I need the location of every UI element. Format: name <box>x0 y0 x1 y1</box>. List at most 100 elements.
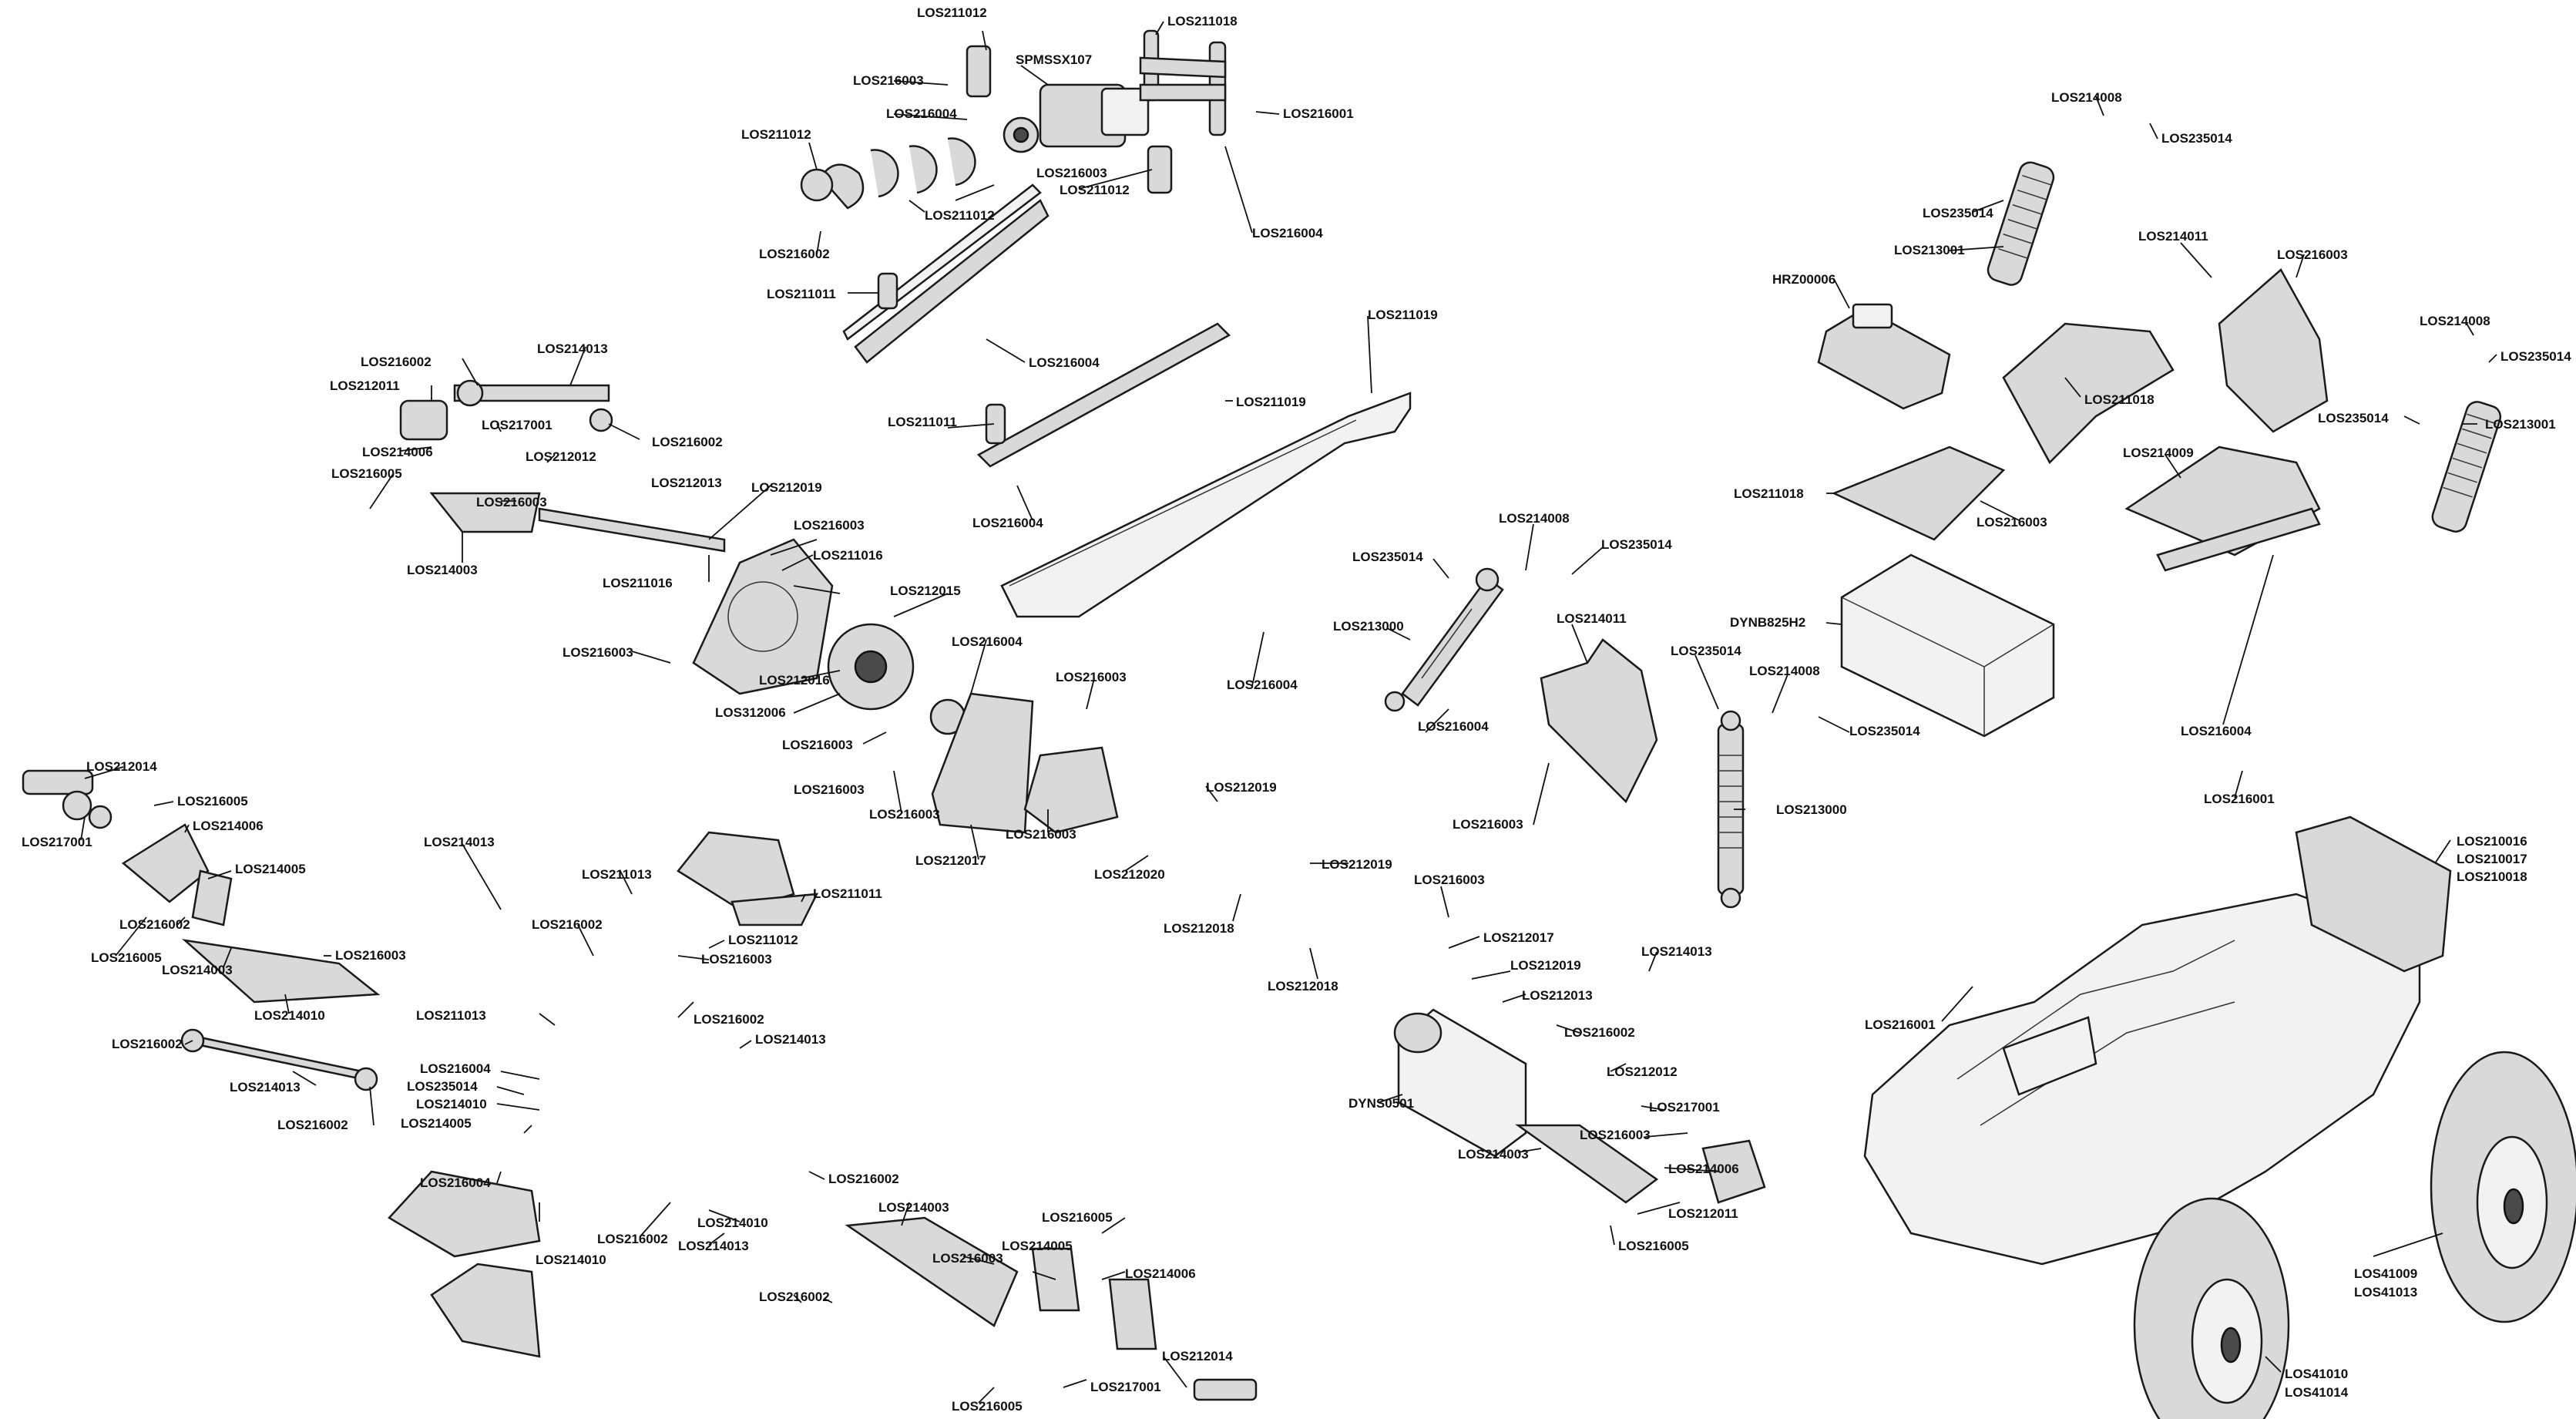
part-label: LOS211019 <box>1368 308 1438 322</box>
front-bulkhead <box>677 831 819 926</box>
chassis-plate <box>976 322 1412 618</box>
part-label: LOS235014 <box>1923 206 1993 220</box>
part-label: LOS211012 <box>917 5 987 20</box>
part-label: LOS212019 <box>1510 958 1581 973</box>
part-label: LOS41013 <box>2354 1285 2417 1300</box>
part-label: LOS216004 <box>1252 226 1323 240</box>
part-label: HRZ00006 <box>1772 272 1835 287</box>
part-label: LOS235014 <box>407 1079 478 1094</box>
part-label: LOS211011 <box>813 886 882 901</box>
part-label: LOS213001 <box>1894 243 1965 257</box>
part-label: LOS217001 <box>482 418 552 432</box>
part-label: LOS235014 <box>1849 724 1920 738</box>
part-label: LOS216004 <box>886 106 957 121</box>
part-label: LOS216004 <box>972 516 1043 530</box>
part-label: LOS216003 <box>869 807 940 822</box>
part-label: LOS41010 <box>2285 1367 2348 1381</box>
part-label: LOS216003 <box>335 948 406 963</box>
part-label: LOS216001 <box>2204 792 2275 806</box>
part-label: LOS211018 <box>2084 392 2155 407</box>
part-label: LOS216005 <box>331 466 402 481</box>
gear-cover <box>692 538 1119 834</box>
part-label: LOS211013 <box>582 867 652 882</box>
part-label: LOS216003 <box>1977 515 2047 530</box>
part-label: LOS216003 <box>1414 873 1485 887</box>
part-label: LOS216002 <box>361 355 432 369</box>
part-label: LOS211018 <box>1167 14 1238 29</box>
part-label: LOS212020 <box>1094 867 1165 882</box>
part-label: LOS216002 <box>828 1172 899 1186</box>
rear-arms-right <box>2124 446 2321 572</box>
part-label: LOS216003 <box>1580 1128 1651 1142</box>
part-label: LOS213000 <box>1776 802 1847 817</box>
shock-tower-middle <box>1540 638 1658 804</box>
part-label: LOS211011 <box>888 415 957 429</box>
part-label: LOS216002 <box>112 1037 183 1051</box>
part-label: LOS214005 <box>401 1116 472 1131</box>
part-label: LOS217001 <box>1649 1100 1720 1115</box>
rear-shock-vertical <box>1717 710 1745 909</box>
part-label: LOS212019 <box>751 480 822 495</box>
part-label: LOS216003 <box>2277 247 2348 262</box>
part-label: LOS235014 <box>1352 550 1423 564</box>
part-label: LOS216002 <box>759 247 830 261</box>
part-label: LOS213001 <box>2485 417 2556 432</box>
part-label: LOS211018 <box>1734 486 1804 501</box>
part-label: LOS212015 <box>890 583 961 598</box>
part-label: LOS211013 <box>416 1008 486 1023</box>
part-label: LOS216005 <box>177 794 248 809</box>
part-label: LOS214010 <box>416 1097 487 1111</box>
front-shock-middle <box>1384 567 1504 712</box>
part-label: LOS210017 <box>2457 852 2527 866</box>
part-label: LOS214010 <box>697 1216 768 1230</box>
part-label: LOS216002 <box>652 435 723 449</box>
part-label: LOS216004 <box>1418 719 1489 734</box>
part-label: LOS216003 <box>782 738 853 752</box>
part-label: LOS216003 <box>794 782 865 797</box>
rear-wheel-upper <box>2430 1051 2576 1323</box>
part-label: LOS216003 <box>794 518 865 533</box>
part-label: LOS211016 <box>813 548 883 563</box>
part-label: SPMSSX107 <box>1016 52 1092 67</box>
front-left-lower-arm <box>182 869 381 1004</box>
leader-lines <box>80 21 2497 1404</box>
part-label: LOS216005 <box>91 950 162 965</box>
part-label: DYNB825H2 <box>1730 615 1805 630</box>
side-rail <box>842 183 1050 364</box>
part-label: LOS214009 <box>2123 446 2194 460</box>
part-label: LOS211019 <box>1236 395 1306 409</box>
part-label: LOS235014 <box>1601 537 1672 552</box>
part-label: LOS211012 <box>1060 183 1130 197</box>
part-label: LOS214003 <box>878 1200 949 1215</box>
part-label: LOS212017 <box>1483 930 1554 945</box>
part-label: LOS214006 <box>362 445 433 459</box>
part-label: LOS214013 <box>755 1032 826 1047</box>
part-label: LOS216001 <box>1283 106 1354 121</box>
part-label: LOS216003 <box>932 1251 1003 1266</box>
part-label: LOS235014 <box>2161 131 2232 146</box>
part-label: LOS216002 <box>597 1232 668 1246</box>
part-label: LOS214013 <box>424 835 495 849</box>
part-label: LOS216002 <box>277 1118 348 1132</box>
part-label: LOS210018 <box>2457 869 2527 884</box>
part-label: LOS214008 <box>2420 314 2490 328</box>
part-label: LOS211011 <box>767 287 836 301</box>
part-label: LOS212018 <box>1164 921 1234 936</box>
part-label: LOS216004 <box>1029 355 1100 370</box>
part-label: LOS216004 <box>2181 724 2252 738</box>
part-label: LOS211016 <box>603 576 673 590</box>
part-label: LOS216004 <box>420 1061 491 1076</box>
part-label: LOS212011 <box>1668 1206 1738 1221</box>
part-label: LOS216003 <box>701 952 772 967</box>
part-label: LOS216004 <box>1227 678 1298 692</box>
part-label: LOS210016 <box>2457 834 2527 849</box>
part-label: LOS235014 <box>2318 411 2389 425</box>
part-label: LOS214005 <box>1002 1239 1073 1253</box>
part-label: LOS216002 <box>119 917 190 932</box>
part-label: LOS212016 <box>759 673 830 688</box>
part-label: LOS213000 <box>1333 619 1404 634</box>
part-label: LOS216004 <box>420 1175 491 1190</box>
front-left-tie-rods <box>180 1028 378 1091</box>
part-label: LOS216003 <box>1006 827 1076 842</box>
part-label: LOS41014 <box>2285 1385 2349 1400</box>
